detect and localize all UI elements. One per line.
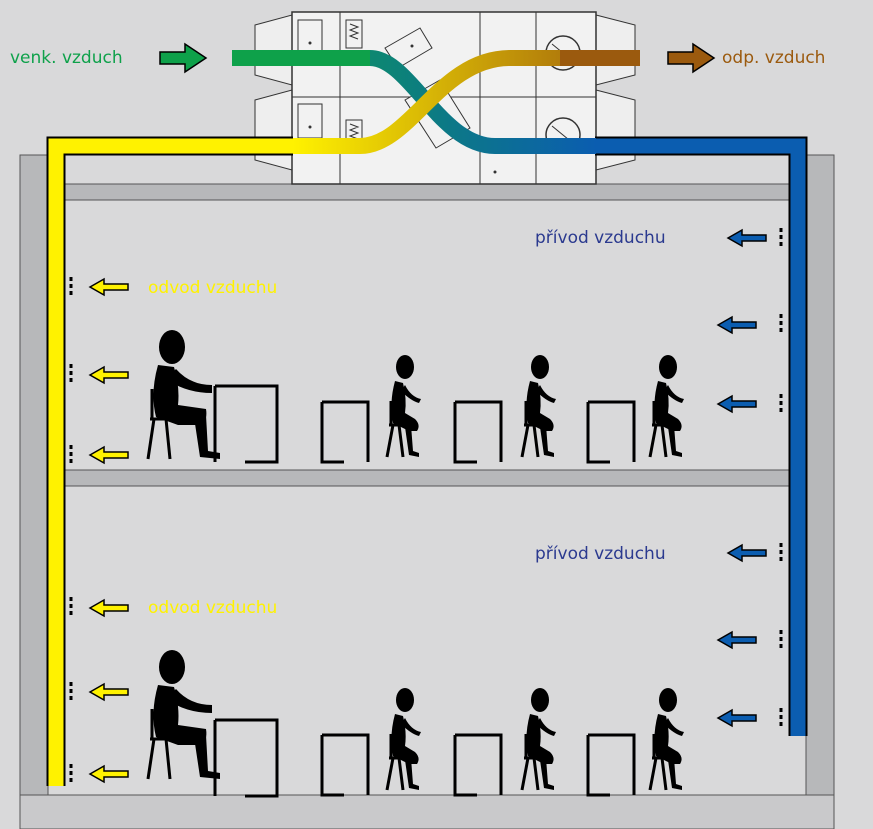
- arrow-left-icon: [89, 683, 129, 701]
- arrow-left-icon: [89, 278, 129, 296]
- extract-air-label-top: odvod vzduchu: [148, 278, 278, 298]
- arrow-left-icon: [717, 395, 757, 413]
- ducts: [46, 50, 808, 786]
- arrow-left-icon: [717, 709, 757, 727]
- exhaust-air-path: [293, 50, 640, 154]
- arrow-left-icon: [89, 446, 129, 464]
- seated-person-icon: [146, 328, 222, 461]
- arrow-left-icon: [89, 765, 129, 783]
- seated-person-icon: [648, 686, 686, 792]
- seated-person-icon: [648, 353, 686, 459]
- seated-person-icon: [520, 353, 558, 459]
- lower-floor-people: [146, 648, 686, 798]
- seated-person-icon: [520, 686, 558, 792]
- supply-air-label-bottom: přívod vzduchu: [535, 544, 666, 564]
- seated-person-icon: [385, 686, 423, 792]
- seated-person-icon: [146, 648, 222, 781]
- extract-inlets: [69, 275, 129, 784]
- arrow-left-icon: [89, 599, 129, 617]
- outdoor-air-label: venk. vzduch: [10, 48, 123, 68]
- outdoor-arrow-icon: [159, 42, 208, 74]
- upper-floor-people: [146, 328, 686, 464]
- arrow-left-icon: [89, 366, 129, 384]
- roof-slab: [47, 183, 807, 201]
- building: [19, 154, 835, 829]
- arrow-left-icon: [727, 229, 767, 247]
- floor-slab: [47, 469, 807, 487]
- exhaust-arrow-icon: [667, 42, 716, 74]
- arrow-left-icon: [717, 631, 757, 649]
- extract-duct: [48, 138, 293, 786]
- supply-duct: [595, 138, 806, 736]
- supply-air-label-top: přívod vzduchu: [535, 228, 666, 248]
- arrow-left-icon: [727, 544, 767, 562]
- seated-person-icon: [385, 353, 423, 459]
- exhaust-air-label: odp. vzduch: [722, 48, 826, 68]
- arrow-left-icon: [717, 316, 757, 334]
- heat-recovery-unit: [254, 11, 636, 185]
- extract-air-label-bottom: odvod vzduchu: [148, 598, 278, 618]
